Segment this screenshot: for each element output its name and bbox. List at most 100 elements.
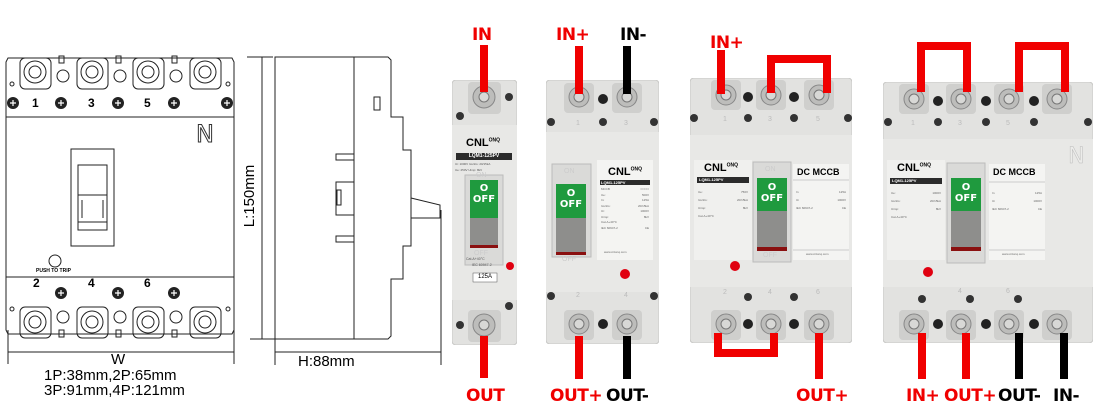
model-label: LQM1-125PV [468,153,500,159]
pole-number-3: 3 [88,96,95,110]
website-label: www.cnlonq.com [806,252,829,256]
spec-key: Ue: [891,191,896,195]
wire-label-in-negative: IN- [1053,386,1080,406]
wire-label-in: IN [472,25,492,45]
website-label: www.cnlonq.com [604,250,627,254]
switch-state: OFF [559,199,583,210]
spec-row: Cat.A+40°C [601,220,649,226]
switch-off-label: OFF [562,256,576,263]
spec-key: Icu/Ics: [698,198,708,202]
product-title: DC MCCB [993,167,1036,177]
spec-key: MCCB [601,187,610,191]
spec-row: Uimp:8kV [891,205,941,213]
terminal-number: 3 [768,116,772,123]
brand-logo-sup: ONQ [919,162,931,169]
ambient-label: Cat.A+40°C [466,257,485,261]
switch-on-label: ON [476,172,487,179]
spec-key: IEC 60947-2 [796,206,813,210]
spec-key: IEC 60947-2 [601,225,618,230]
switch-handle[interactable]: O OFF [556,188,586,210]
spec-value: 1000V [640,209,649,213]
model-label: LQM1-125PV [699,177,724,182]
spec-value: 20/15kA [637,203,649,208]
breaker-2p: 1 3 2 4 CNLONQ LQM1-125PV MCCB=====Ue:50… [546,80,659,344]
brand-logo: CNL [704,162,727,174]
brand-logo-sup: ONQ [488,137,500,144]
spec-value: 125A [838,190,846,194]
brand-logo-sup: ONQ [726,162,738,169]
brand-logo: CNL [608,166,631,178]
spec-row: IEC 60947-2 CE [796,204,846,212]
wire-in-negative [1060,333,1068,379]
spec-row: Ui 1000V [992,197,1042,205]
switch-handle[interactable]: O OFF [470,183,498,205]
switch-handle[interactable]: O OFF [757,182,787,204]
wire-label-out-positive: OUT+ [944,386,997,406]
spec-value: CE [841,206,846,210]
spec-value: 20/15kA [929,199,941,203]
jumper-bottom [714,333,778,357]
spec-value: 8kV [643,214,649,219]
pole-number-4: 4 [88,276,95,290]
spec-key: Ue: [698,190,703,194]
terminal-number: 3 [958,120,962,127]
breaker-1p: CNLONQ LQM1-125PV Ui: 1000V Icu/Ics: 20/… [452,80,517,345]
spec-line: Ui: 1000V Icu/Ics: 20/15kA [455,162,491,166]
wire-out-negative [1015,333,1023,379]
switch-handle[interactable]: O OFF [951,182,981,204]
jumper-top [767,55,831,93]
jumper-top-left [917,42,971,92]
spec-row: In: 125A [601,198,649,204]
pole-number-1: 1 [32,96,39,110]
terminal-number: 4 [958,288,962,295]
wire-out-negative [623,336,631,379]
product-title: DC MCCB [797,167,840,177]
spec-row: Icu/Ics:20/15kA [891,197,941,205]
spec-key: IEC 60947-2 [992,207,1009,211]
spec-value: 125A [641,198,649,202]
spec-row: In 125A [796,188,846,196]
spec-key: Cat.A+40°C [891,215,907,219]
spec-key: Uimp: [891,207,899,211]
spec-key: Ue: [601,192,606,197]
wire-out [480,336,488,378]
width-spec-line-2: 3P:91mm,4P:121mm [44,382,185,399]
bottom-terminals [9,306,231,339]
wire-label-out-negative: OUT- [606,386,649,406]
spec-key: In: [601,198,605,202]
brand-logo: CNL [897,162,920,174]
pole-number-6: 6 [144,276,151,290]
width-dimension-label: W [111,351,126,368]
switch-symbol: O [767,182,777,193]
wire-label-in-positive: IN+ [906,386,940,406]
rating-label: 125A [477,274,492,280]
breaker-2p-body [546,80,659,344]
wire-label-out-positive: OUT+ [550,386,603,406]
model-label: LQM1-125PV [601,180,626,185]
terminal-number: 4 [768,289,772,296]
wire-in-positive [575,46,583,94]
wire-label-out-negative: OUT- [998,386,1041,406]
switch-symbol: O [961,182,971,193]
length-dimension-label: L:150mm [241,164,258,228]
switch-symbol: O [479,183,489,194]
terminal-number: 2 [576,292,580,299]
spec-value: 1000V [1033,199,1042,203]
pole-number-5: 5 [144,96,151,110]
spec-key: Ui [992,199,995,203]
push-to-trip-label: PUSH TO TRIP [36,268,71,274]
spec-value: 20/15kA [736,198,748,202]
spec-row: Cat.A+40°C [891,213,941,221]
website-label: www.cnlonq.com [1002,252,1025,256]
spec-line: Ue: 250V Uimp: 8kV [455,168,483,172]
wire-label-in-positive: IN+ [556,25,590,45]
terminal-number: 6 [816,289,820,296]
spec-row: Icu/Ics:20/15kA [601,204,649,210]
spec-key: In [796,190,799,194]
